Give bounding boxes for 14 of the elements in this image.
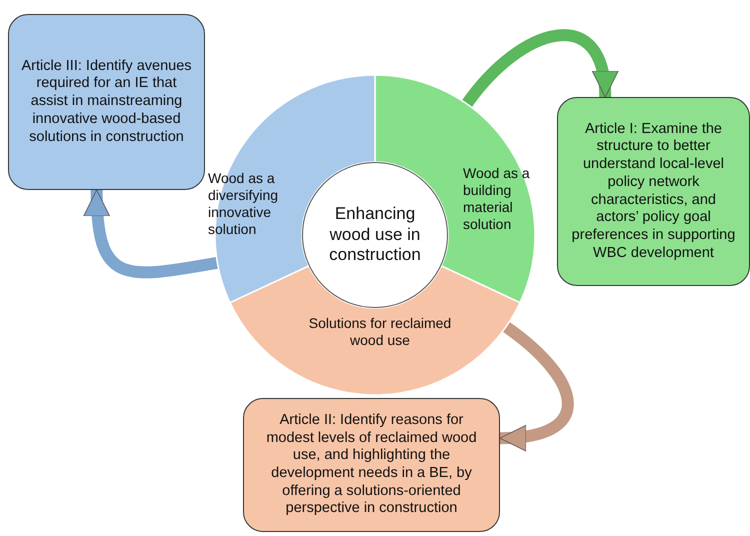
- ring-segment: [229, 265, 521, 395]
- center-label: Enhancing wood use in construction: [328, 204, 422, 266]
- segment-label: Wood as a building material solution: [463, 165, 531, 234]
- segment-label: Solutions for reclaimed wood use: [308, 315, 452, 350]
- article-text: Article I: Examine the structure to better understand local-level policy network characteristics, and actors’ policy goal preferences in supporting WBC development: [570, 120, 736, 262]
- article-box: [243, 398, 500, 532]
- curved-arrow: [84, 190, 218, 278]
- article-box: [8, 14, 205, 190]
- segment-label: Wood as a diversifying innovative solution: [208, 170, 280, 238]
- article-box: [557, 97, 750, 286]
- article-text: Article III: Identify avenues required for an IE that assist in mainstreaming innovative wood-based solutions in construction: [20, 58, 193, 146]
- article-text: Article II: Identify reasons for modest levels of reclaimed wood use, and highlighting the development needs in a BE, by offering a solutions-oriented perspective in construction: [265, 412, 478, 518]
- curved-arrow: [462, 30, 617, 108]
- curved-arrow: [500, 322, 574, 450]
